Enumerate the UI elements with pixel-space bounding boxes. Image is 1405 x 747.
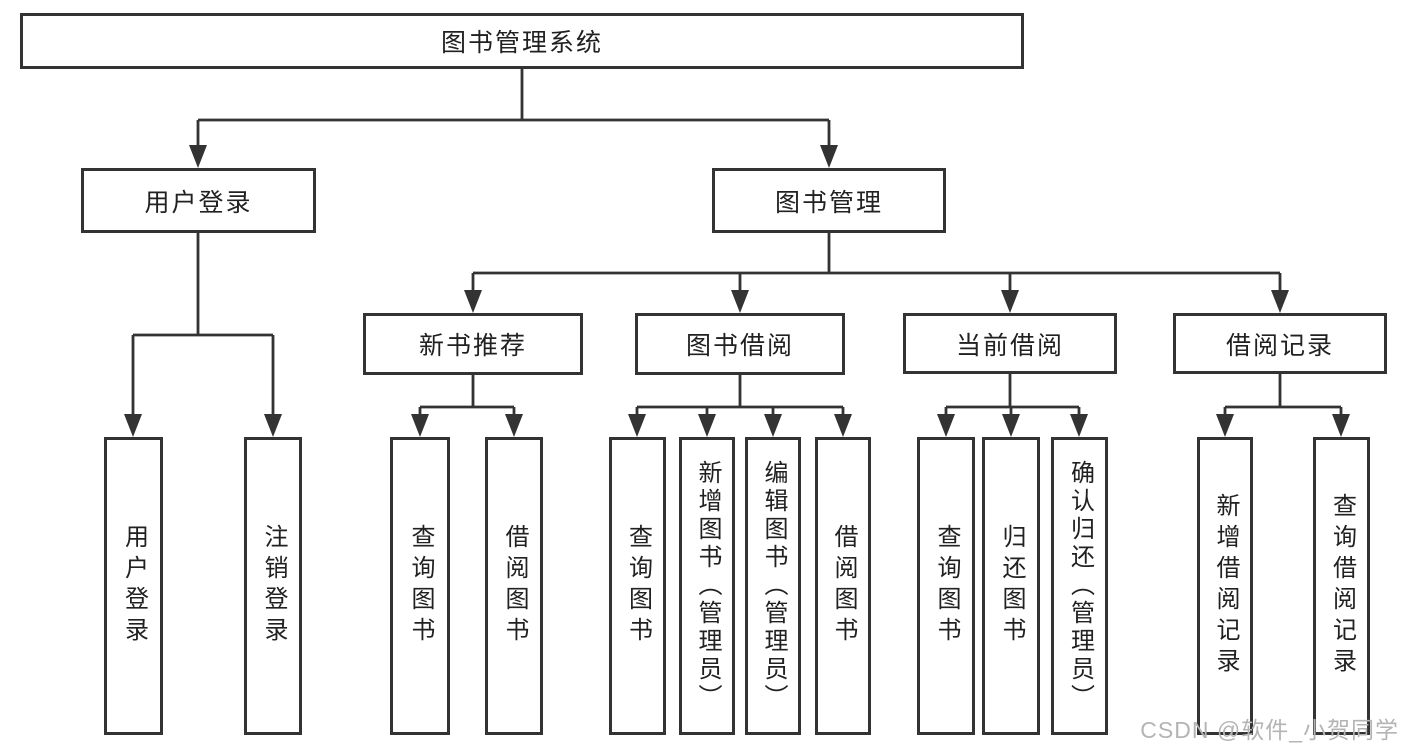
- connector-borrow-record-children: [1216, 374, 1350, 437]
- node-borrow-records: 借阅记录: [1173, 313, 1387, 374]
- node-current-borrowing: 当前借阅: [903, 313, 1117, 374]
- leaf-add-borrow-record: 新增借阅记录: [1197, 437, 1253, 735]
- connector-root-to-level2: [189, 69, 838, 168]
- leaf-current-query-books: 查询图书: [917, 437, 975, 735]
- connector-user-login-children: [124, 233, 282, 437]
- leaf-add-books-admin: 新增图书（管理员）: [679, 437, 735, 735]
- connector-new-book-children: [411, 375, 523, 437]
- leaf-borrow-books: 借阅图书: [815, 437, 871, 735]
- leaf-return-books: 归还图书: [982, 437, 1040, 735]
- node-library-management-system: 图书管理系统: [20, 13, 1024, 69]
- leaf-query-borrow-record: 查询借阅记录: [1313, 437, 1370, 735]
- connector-book-borrow-children: [628, 375, 852, 437]
- leaf-logout: 注销登录: [244, 437, 302, 735]
- node-book-borrowing: 图书借阅: [635, 313, 845, 375]
- leaf-newbook-borrow-books: 借阅图书: [485, 437, 543, 735]
- node-new-book-recommend: 新书推荐: [363, 313, 583, 375]
- node-book-management: 图书管理: [712, 168, 946, 233]
- leaf-user-login: 用户登录: [104, 437, 163, 735]
- connector-book-mgmt-children: [464, 233, 1289, 313]
- leaf-confirm-return-admin: 确认归还（管理员）: [1051, 437, 1108, 735]
- node-user-login-group: 用户登录: [81, 168, 316, 233]
- leaf-edit-books-admin: 编辑图书（管理员）: [745, 437, 801, 735]
- csdn-watermark: CSDN @软件_小贺同学: [1140, 717, 1399, 743]
- connector-current-borrow-children: [937, 374, 1088, 437]
- leaf-newbook-query-books: 查询图书: [390, 437, 450, 735]
- leaf-borrow-query-books: 查询图书: [609, 437, 666, 735]
